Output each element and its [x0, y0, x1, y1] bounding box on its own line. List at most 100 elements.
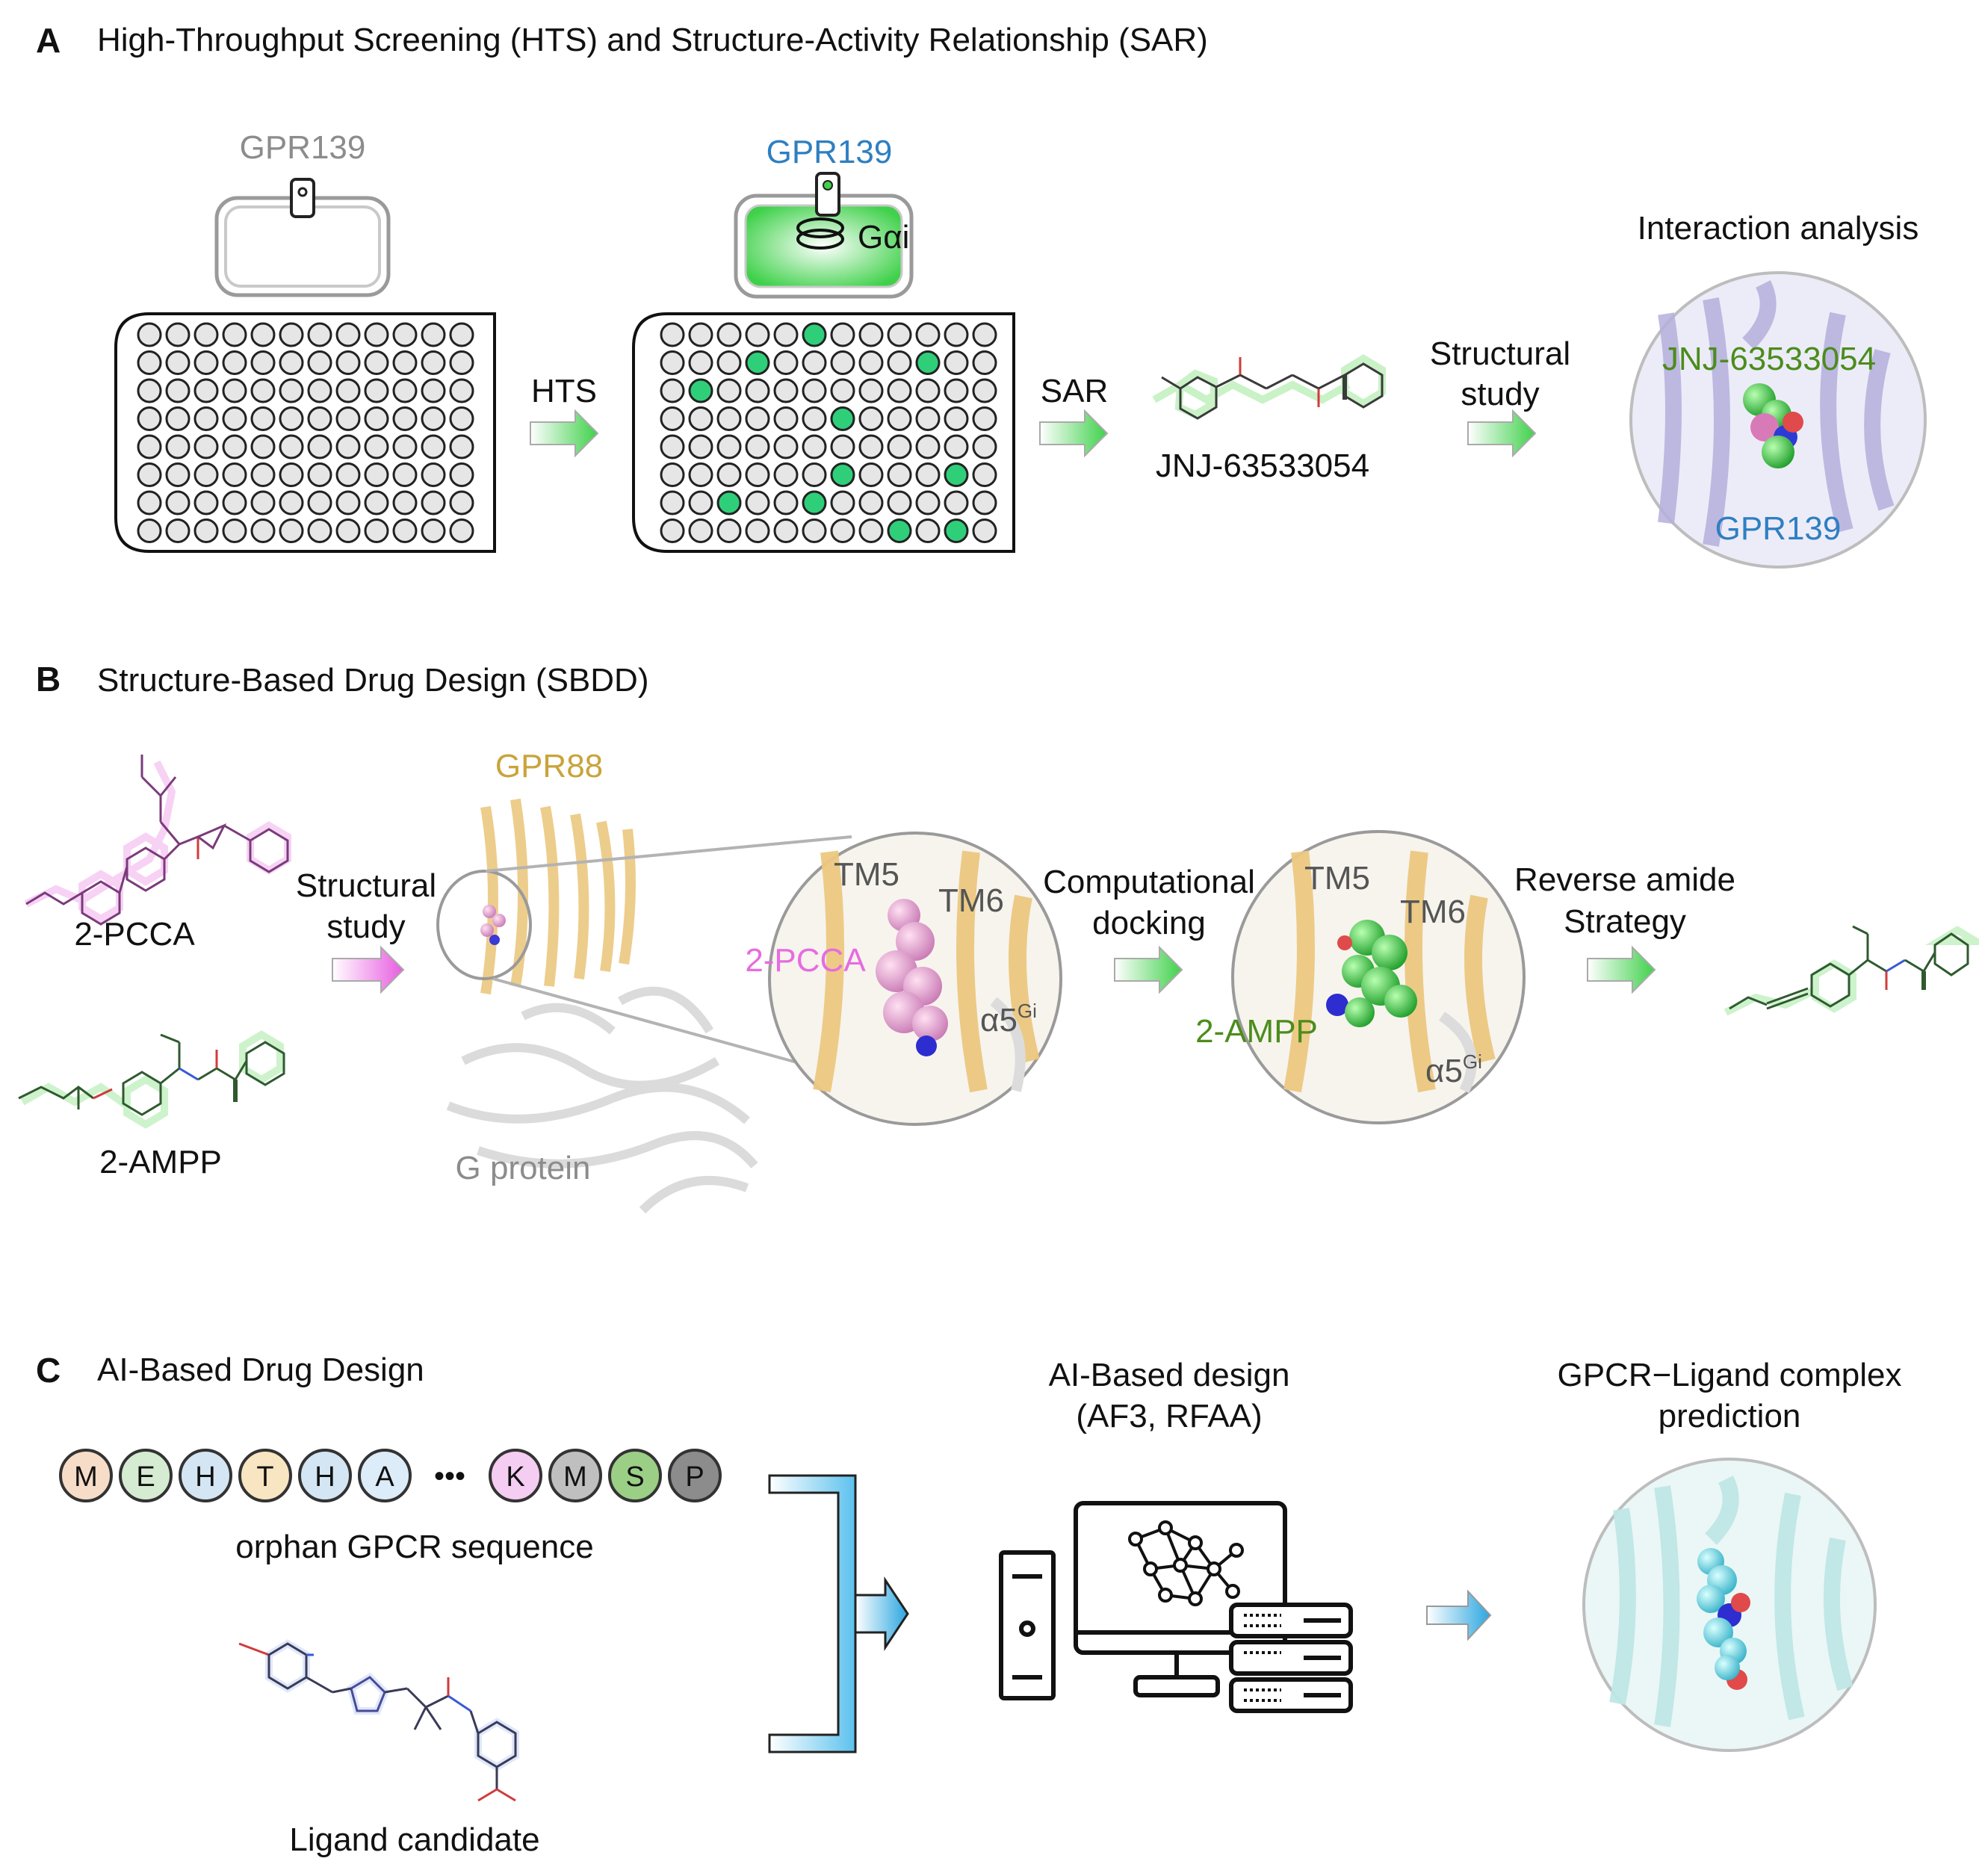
- design-label-1: AI-Based design: [1049, 1357, 1290, 1393]
- well: [335, 378, 361, 403]
- well: [421, 406, 446, 431]
- docking-arrow: [1114, 945, 1183, 994]
- sequence-bead-letter: H: [195, 1461, 215, 1493]
- cell-receptor-grey: GPR139: [214, 129, 391, 297]
- g-protein-structure: [446, 986, 758, 1214]
- b-structural-2: study: [326, 908, 405, 945]
- pcca-molecule: [24, 755, 291, 926]
- g-protein-icon: [796, 217, 844, 238]
- well: [307, 378, 332, 403]
- zoom-source: [436, 870, 532, 980]
- well: [915, 490, 941, 516]
- well: [307, 490, 332, 516]
- well: [660, 462, 685, 487]
- well: [193, 434, 219, 459]
- well-hit: [830, 462, 855, 487]
- well: [364, 490, 389, 516]
- well: [688, 434, 713, 459]
- well: [193, 462, 219, 487]
- sequence-bead: [548, 1449, 602, 1502]
- well: [392, 518, 418, 543]
- well: [773, 406, 799, 431]
- well: [364, 518, 389, 543]
- b-structural-1: Structural: [296, 867, 436, 904]
- well: [449, 378, 474, 403]
- well: [421, 434, 446, 459]
- well: [915, 378, 941, 403]
- galpha-label: Gαi: [858, 219, 909, 256]
- well: [421, 378, 446, 403]
- well: [279, 406, 304, 431]
- well: [222, 490, 247, 516]
- well: [137, 518, 162, 543]
- well: [307, 434, 332, 459]
- well: [392, 322, 418, 347]
- well: [364, 462, 389, 487]
- sar-label: SAR: [1041, 373, 1108, 409]
- well: [335, 462, 361, 487]
- well: [193, 378, 219, 403]
- well: [364, 378, 389, 403]
- sequence-ellipsis: •••: [434, 1460, 465, 1493]
- reverse-amide-1: Reverse amide: [1514, 861, 1735, 898]
- well: [449, 406, 474, 431]
- well: [887, 350, 912, 375]
- well: [392, 462, 418, 487]
- well: [944, 350, 969, 375]
- computer-icon: [999, 1501, 1353, 1713]
- receptor-label-active: GPR139: [766, 134, 893, 170]
- hts-label: HTS: [531, 373, 597, 409]
- product-molecule: [1724, 925, 1979, 1016]
- well: [307, 518, 332, 543]
- well: [773, 462, 799, 487]
- well: [944, 322, 969, 347]
- well-hit: [944, 462, 969, 487]
- well: [279, 490, 304, 516]
- well-hit: [802, 490, 827, 516]
- well: [773, 350, 799, 375]
- sequence-bead: [298, 1449, 352, 1502]
- well: [279, 518, 304, 543]
- well-hit: [830, 406, 855, 431]
- prediction-arrow: [1426, 1589, 1492, 1641]
- well: [449, 518, 474, 543]
- well: [830, 378, 855, 403]
- well: [915, 434, 941, 459]
- well: [222, 518, 247, 543]
- well: [972, 322, 997, 347]
- well: [716, 350, 742, 375]
- well: [193, 322, 219, 347]
- well: [137, 462, 162, 487]
- well-hit: [745, 350, 770, 375]
- panel-a-letter: A: [36, 21, 61, 60]
- panel-b-letter: B: [36, 660, 61, 699]
- well: [716, 322, 742, 347]
- well: [887, 406, 912, 431]
- well: [137, 350, 162, 375]
- ligand2-label: 2-AMPP: [99, 1144, 222, 1180]
- well: [137, 322, 162, 347]
- well: [972, 490, 997, 516]
- well: [193, 490, 219, 516]
- well: [745, 406, 770, 431]
- well: [716, 378, 742, 403]
- well: [716, 406, 742, 431]
- pcca-circle-label: 2-PCCA: [745, 942, 866, 979]
- circle-ligand-label: JNJ-63533054: [1662, 341, 1876, 377]
- well: [802, 406, 827, 431]
- sequence-bead: [608, 1449, 662, 1502]
- jnj-molecule: [1152, 354, 1386, 420]
- well: [660, 406, 685, 431]
- well: [222, 462, 247, 487]
- well: [802, 378, 827, 403]
- sequence-bead: [238, 1449, 292, 1502]
- well: [392, 434, 418, 459]
- sequence-bead-letter: E: [136, 1461, 155, 1493]
- well: [279, 350, 304, 375]
- plate-unscreened: [114, 312, 496, 553]
- well: [858, 350, 884, 375]
- alpha5-label-b: α5Gi: [1425, 1050, 1482, 1089]
- well: [745, 378, 770, 403]
- panel-a: A High-Throughput Screening (HTS) and St…: [36, 21, 1927, 569]
